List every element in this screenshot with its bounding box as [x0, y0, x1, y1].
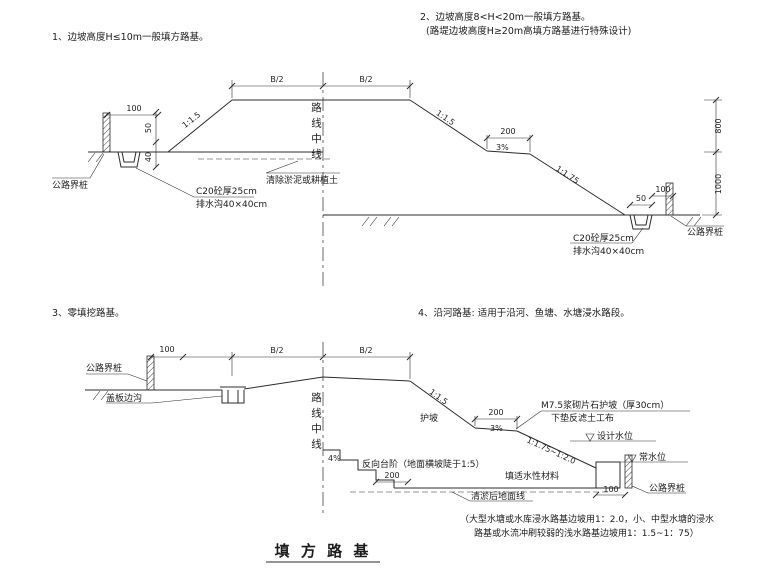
berm-width-dim: 200 — [500, 127, 515, 136]
dim-100-left: 100 — [126, 104, 141, 113]
ditch-right-note-1: C20砼厚25cm — [573, 232, 634, 244]
ground-hatch-icon — [383, 216, 400, 227]
note-4: 4、沿河路基: 适用于沿河、鱼塘、水塘浸水路段。 — [418, 307, 630, 319]
slope-label-right-lower: 1:1.75 — [554, 164, 580, 185]
drain-ditch-left — [117, 151, 141, 168]
riprap-note-1: M7.5浆砌片石护坡（厚30cm） — [541, 399, 669, 411]
boundary-post-left-label: 公路界桩 — [52, 179, 88, 191]
covered-ditch — [221, 390, 245, 404]
slope-protection-label: 护坡 — [420, 412, 438, 424]
toe-footing — [595, 461, 621, 489]
design-water-level-icon — [585, 433, 595, 442]
base-grade-label: 4% — [328, 454, 341, 463]
ground-hatch-icon — [361, 216, 378, 227]
dim-200-step: 200 — [384, 471, 399, 480]
fill-material-label: 填适水性材料 — [505, 470, 559, 482]
clear-silt-note: 清除淤泥或耕植土 — [266, 174, 338, 186]
boundary-post-right — [665, 182, 674, 216]
boundary-post-right — [624, 454, 633, 489]
dim-50-left: 50 — [144, 123, 153, 133]
reverse-steps-note: 反向台阶（地面横坡陡于1:5） — [362, 458, 485, 470]
boundary-post-right-label: 公路界桩 — [687, 226, 723, 238]
boundary-post-left — [102, 112, 111, 153]
note-2-line1: 2、边坡高度8<H<20m一般填方路基。 — [420, 11, 591, 23]
dim-100-left: 100 — [159, 345, 174, 354]
centerline-label: 路线中线 — [310, 391, 322, 454]
note-3: 3、零填挖路基。 — [52, 307, 125, 319]
dim-b2-right: B/2 — [359, 75, 372, 84]
berm-grade-label: 3% — [490, 424, 503, 433]
dim-100-right: 100 — [603, 485, 618, 494]
ground-hatch-icon — [87, 152, 104, 163]
design-water-level-label: 设计水位 — [597, 430, 633, 442]
boundary-post-left-label: 公路界桩 — [86, 362, 122, 374]
dredged-ground-label: 清淤后地面线 — [471, 490, 525, 502]
berm-width-dim: 200 — [488, 408, 503, 417]
slope-label-lower: 1:1.75~1:2.0 — [525, 435, 577, 465]
berm-grade-label: 3% — [496, 143, 509, 152]
riprap-note-2: 下垫反滤土工布 — [551, 412, 614, 424]
dim-50-right: 50 — [636, 194, 646, 203]
normal-water-level-label: 常水位 — [639, 451, 666, 463]
note-2-line2: (路堤边坡高度H≥20m高填方路基进行特殊设计) — [426, 25, 631, 37]
dim-800: 800 — [714, 118, 723, 133]
footnote-line1: （大型水塘或水库浸水路基边坡用1：2.0，小、中型水塘的浸水 — [460, 513, 714, 525]
covered-ditch-label: 盖板边沟 — [106, 392, 142, 404]
note-1: 1、边坡高度H≤10m一般填方路基。 — [52, 31, 209, 43]
dim-1000: 1000 — [714, 174, 723, 194]
slope-label-right-upper: 1:1.5 — [434, 108, 456, 127]
dim-b2-left: B/2 — [270, 346, 283, 355]
dim-100-right: 100 — [655, 185, 670, 194]
ditch-right-note-2: 排水沟40×40cm — [573, 245, 644, 257]
reverse-steps — [323, 449, 395, 488]
dim-b2-left: B/2 — [270, 75, 283, 84]
footnote-line2: 路基或水流冲刷较弱的浅水路基边坡用1：1.5~1：75） — [474, 527, 699, 539]
ground-hatch-icon — [685, 216, 702, 227]
ditch-left-note-1: C20砼厚25cm — [196, 185, 257, 197]
dim-b2-right: B/2 — [359, 346, 372, 355]
boundary-post-left — [146, 355, 155, 391]
sheet-title: 填 方 路 基 — [275, 542, 372, 560]
slope-label-upper: 1:1.5 — [428, 387, 450, 406]
boundary-post-right-label: 公路界桩 — [649, 482, 685, 494]
embankment-section-linework — [52, 72, 724, 290]
riverside-section-linework — [85, 342, 690, 515]
ditch-left-note-2: 排水沟40×40cm — [196, 198, 267, 210]
centerline-label: 路线中线 — [310, 101, 322, 164]
dim-40-left: 40 — [144, 152, 153, 162]
drain-ditch-right — [629, 214, 653, 230]
ground-hatch-icon — [92, 390, 109, 401]
